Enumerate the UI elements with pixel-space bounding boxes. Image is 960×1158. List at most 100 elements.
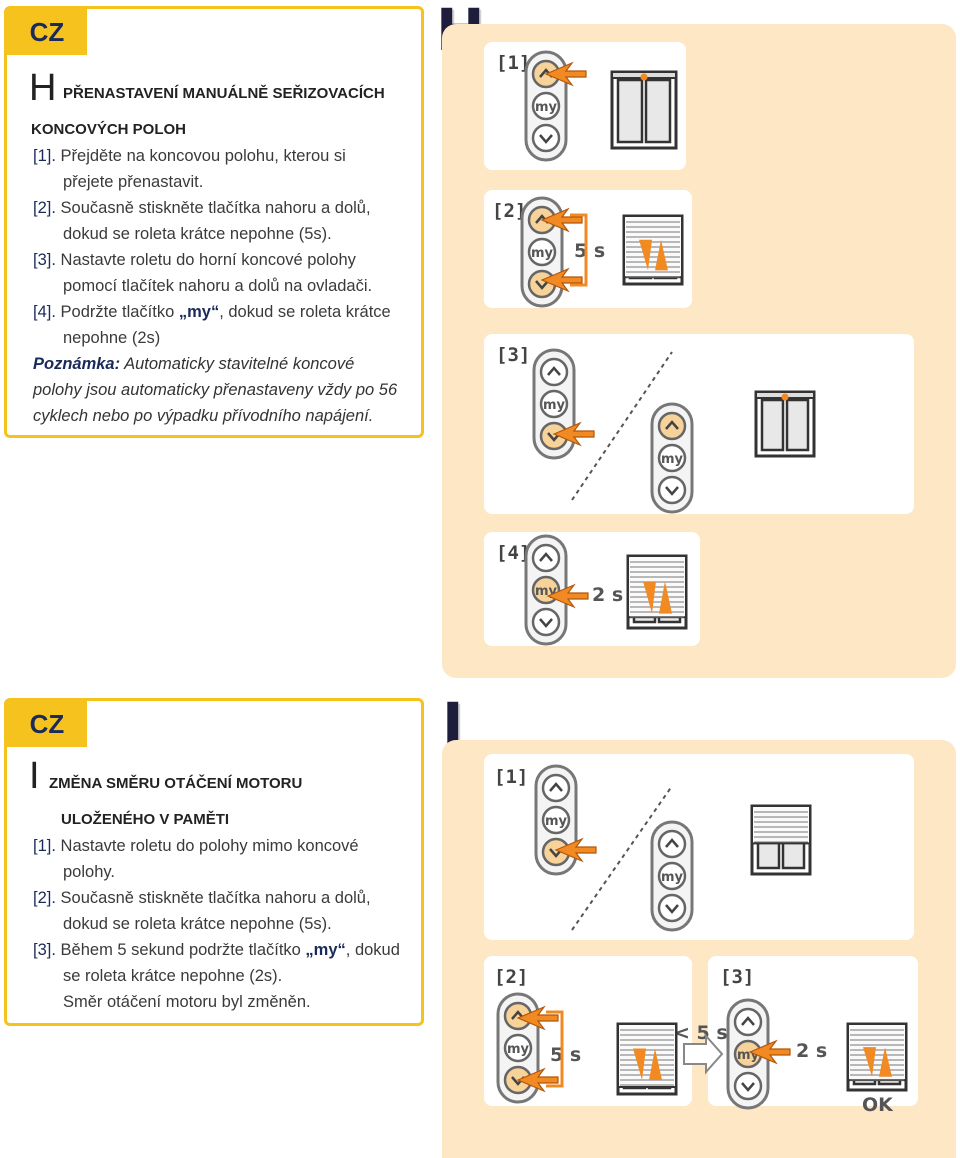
step-1-line1: [1]. Nastavte roletu do polohy mimo konc… [33,837,359,855]
my-label: my [661,452,684,467]
duration-label: 5 s [574,240,606,262]
window-illustration [622,214,684,286]
chevron-down-icon [535,280,549,290]
window-illustration [610,70,678,150]
chevron-down-icon [539,134,553,144]
my-label: my [543,398,566,413]
language-tag: CZ [7,9,87,55]
step-3-line3: Směr otáčení motoru byl změněn. [63,993,311,1011]
my-label: my [535,100,558,115]
pointer-arrow-icon [544,61,587,87]
window-illustration [626,554,688,630]
arrow-shape [546,583,589,609]
bracket-line [546,1010,564,1088]
note-line3: cyklech nebo po výpadku přívodního napáj… [33,407,374,425]
duration-label: 2 s [796,1040,828,1062]
step-2-line1: [2]. Současně stiskněte tlačítka nahoru … [33,199,371,217]
chevron-up-icon [665,838,679,848]
pointer-arrow-icon [516,1005,559,1031]
section-letter: I [29,755,40,797]
step-label: [1] [494,766,529,788]
up-button [657,411,687,441]
jiggle-arrow-icon [879,1047,892,1077]
down-button [657,893,687,923]
window-pane [616,78,644,144]
section-letter: H [29,67,57,109]
chevron-up-icon [549,782,563,792]
note-line2: polohy jsou automaticky přenastaveny vžd… [33,381,398,399]
up-button [539,357,569,387]
my-label: my [661,870,684,885]
arrow-shape [540,267,583,293]
chevron-up-icon [665,420,679,430]
section-title-line1: PŘENASTAVENÍ MANUÁLNĚ SEŘIZOVACÍCH [63,85,385,102]
step-4-line1: [4]. Podržte tlačítko „my“, dokud se rol… [33,303,391,321]
down-button [531,123,561,153]
step-3-line2: pomocí tlačítek nahoru a dolů na ovladač… [63,277,373,295]
section-title-line2: ULOŽENÉHO V PAMĚTI [61,811,230,828]
step-2-line2: dokud se roleta krátce nepohne (5s). [63,225,332,243]
duration-label: 5 s [550,1044,582,1066]
window-pane [785,398,810,452]
step-label: [2] [494,966,529,988]
window-illustration [754,390,816,458]
up-button [541,773,571,803]
remote-control: my [650,820,694,932]
up-button [657,829,687,859]
arrow-shape [544,61,587,87]
my-button [657,861,687,891]
step-4-line2: nepohne (2s) [63,329,161,347]
remote-control: my [524,534,568,646]
duration-label: < 5 s [674,1022,728,1044]
step-1-line2: polohy. [63,863,115,881]
window-illustration [616,1022,678,1096]
arrow-shape [554,837,597,863]
pointer-arrow-icon [554,837,597,863]
chevron-down-icon [741,1082,755,1092]
down-button [657,475,687,505]
step-label: [4] [496,542,531,564]
jiggle-arrow-icon [649,1048,662,1080]
my-button [541,805,571,835]
jiggle-arrow-icon [639,239,652,271]
my-button [539,389,569,419]
step-2-line2: dokud se roleta krátce nepohne (5s). [63,915,332,933]
divider-line [571,351,673,501]
window-illustration [750,804,812,876]
arrow-shape [748,1039,791,1065]
step-3-line2: se roleta krátce nepohne (2s). [63,967,283,985]
step-3-line1: [3]. Během 5 sekund podržte tlačítko „my… [33,941,400,959]
my-label: my [531,246,554,261]
up-button [531,543,561,573]
my-label: my [545,814,568,829]
step-label: [3] [496,344,531,366]
jiggle-arrow-icon [659,581,672,614]
arrow-shape [516,1067,559,1093]
chevron-down-icon [665,486,679,496]
pointer-arrow-icon [516,1067,559,1093]
remote-control: my [534,764,578,876]
jiggle-arrow-icon [863,1047,876,1077]
window-pane [760,398,785,452]
remote-control: my [532,348,576,460]
next-arrow-icon [683,1033,724,1075]
up-button [733,1007,763,1037]
duration-label: 2 s [592,584,624,606]
pointer-arrow-icon [540,207,583,233]
step-2-line1: [2]. Současně stiskněte tlačítka nahoru … [33,889,371,907]
divider-line [571,785,673,931]
down-button [733,1071,763,1101]
section-title-line1: ZMĚNA SMĚRU OTÁČENÍ MOTORU [49,775,303,792]
chevron-down-icon [665,904,679,914]
step-3-line1: [3]. Nastavte roletu do horní koncové po… [33,251,356,269]
chevron-down-icon [539,618,553,628]
my-label: my [507,1042,530,1057]
position-dot [640,73,648,81]
pointer-arrow-icon [546,583,589,609]
arrow-shape [552,421,595,447]
roller-shutter [847,1023,907,1082]
language-tag: CZ [7,701,87,747]
ok-label: OK [862,1094,893,1116]
bracket-line [570,213,588,287]
